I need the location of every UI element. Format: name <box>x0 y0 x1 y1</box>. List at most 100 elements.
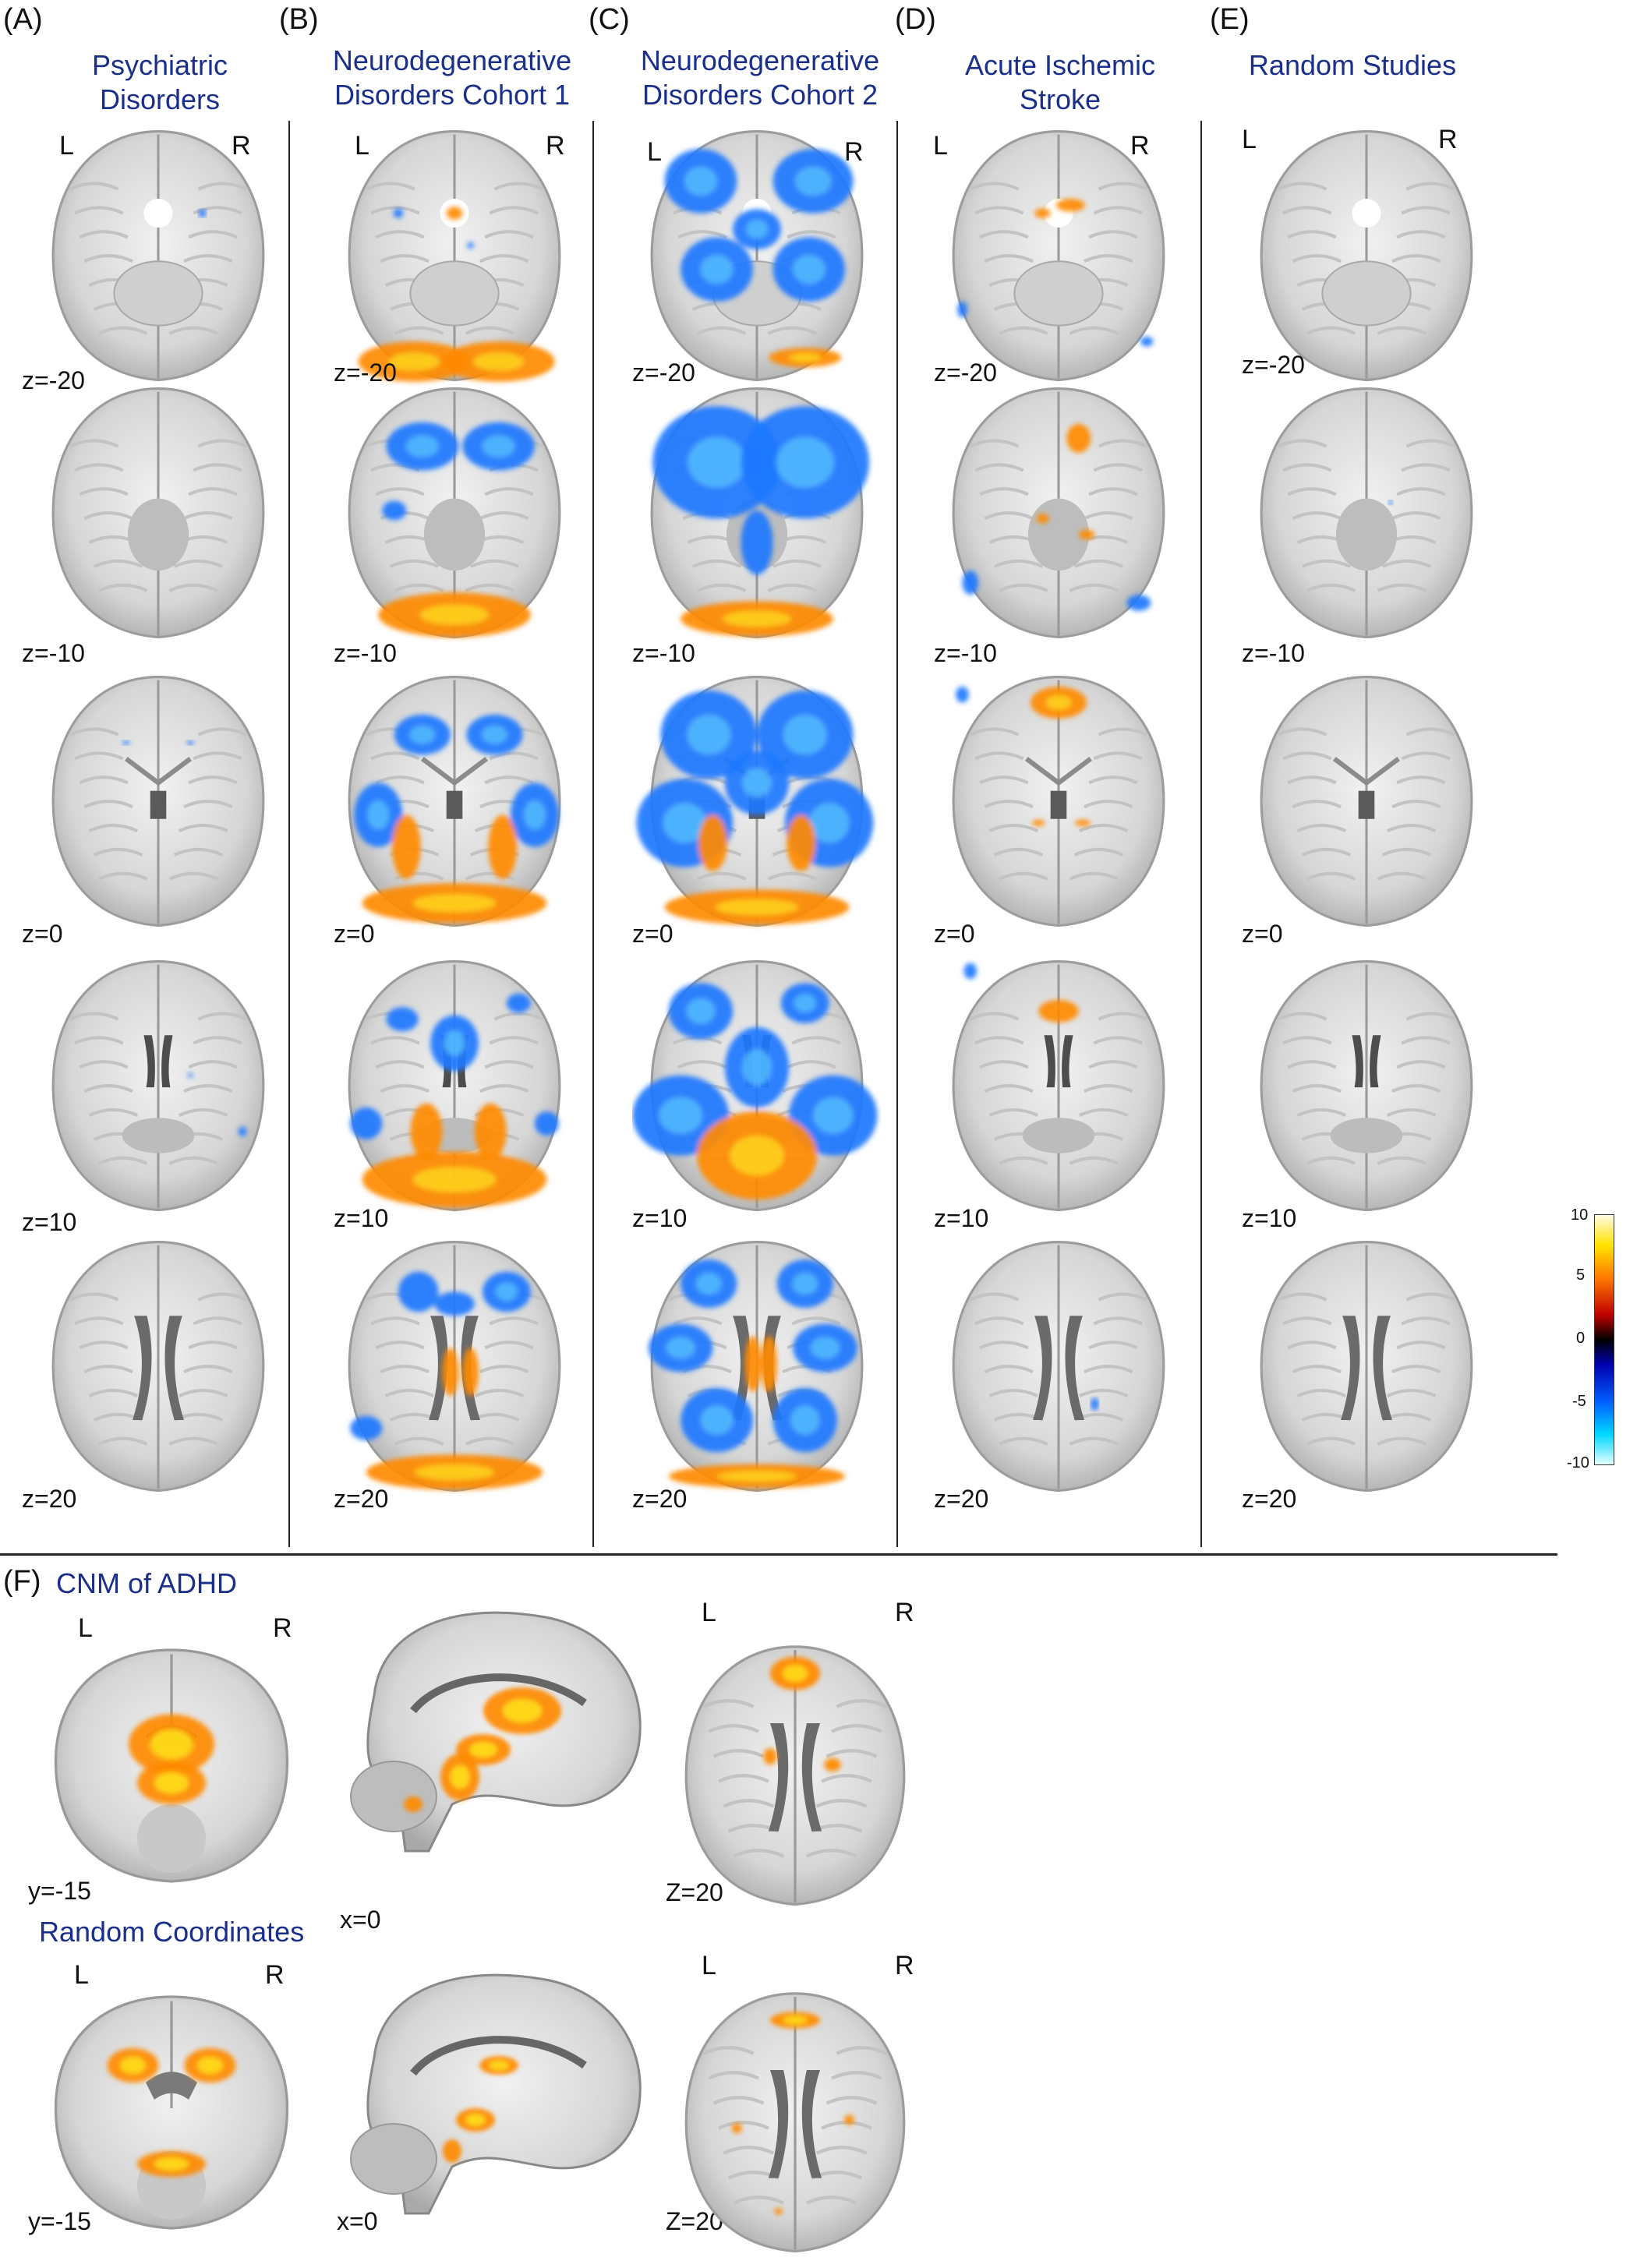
panel-f-top-axial-left: L <box>702 1598 716 1627</box>
panel-c-title: Neurodegenerative Disorders Cohort 2 <box>640 44 880 111</box>
positive-activation-blob <box>488 814 518 879</box>
axial-slice-a-2 <box>51 387 265 639</box>
z-label-c-1: z=-20 <box>632 359 695 387</box>
gyrus-line <box>197 182 248 191</box>
activation-blob-core <box>405 435 439 457</box>
activation-blob-core <box>717 1471 797 1482</box>
axial-slice-d-5 <box>952 1240 1165 1493</box>
gyrus-line <box>74 751 124 761</box>
third-ventricle <box>1050 790 1067 819</box>
gyrus-line <box>979 1341 1029 1350</box>
gyrus-line <box>988 1389 1039 1398</box>
lateral-ventricle-right <box>1373 1316 1392 1421</box>
gyrus-line <box>979 487 1029 496</box>
gyrus-line <box>717 1774 769 1783</box>
gyrus-line <box>1084 511 1133 521</box>
gyrus-line <box>197 1292 248 1302</box>
gyrus-line <box>183 254 233 263</box>
gyrus-line <box>988 1108 1039 1118</box>
gyrus-line <box>969 182 1020 191</box>
z-label-e-5: z=20 <box>1242 1485 1297 1513</box>
gyrus-line <box>197 727 248 737</box>
gyrus-line <box>1405 439 1456 448</box>
panel-b-letter: (B) <box>279 3 319 36</box>
gyrus-line <box>815 1799 868 1808</box>
negative-activation-blob <box>188 1072 193 1078</box>
gyrus-line <box>1287 1060 1337 1069</box>
gyrus-line <box>1084 254 1133 263</box>
gyrus-line <box>83 511 133 521</box>
gyrus-line <box>178 1389 228 1398</box>
axial-slice-c-3 <box>636 675 874 927</box>
splenium <box>122 1118 195 1153</box>
gyrus-line <box>97 326 148 335</box>
separator-c-d <box>896 121 898 1547</box>
panel-f-title-cnm: CNM of ADHD <box>56 1567 238 1599</box>
gyrus-line <box>365 182 415 191</box>
panel-b-left-label: L <box>355 131 369 161</box>
gyrus-line <box>1093 206 1143 215</box>
gyrus-line <box>188 1341 238 1350</box>
gyrus-line <box>489 206 539 215</box>
lateral-ventricle-right <box>164 1316 184 1421</box>
gyrus-line <box>1396 1341 1446 1350</box>
positive-activation-blob <box>744 1335 762 1393</box>
gyrus-line <box>1292 1365 1342 1374</box>
gyrus-line <box>1292 800 1342 809</box>
gyrus-line <box>193 1036 242 1045</box>
activation-blob-core <box>700 255 734 284</box>
gyrus-line <box>168 1436 219 1446</box>
axial-slice-b-1 <box>348 129 561 382</box>
gyrus-line <box>489 1316 539 1326</box>
gyrus-line <box>1069 1436 1119 1446</box>
cerebellum <box>350 2123 437 2195</box>
gyrus-line <box>1277 182 1328 191</box>
gyrus-line <box>83 1084 133 1093</box>
gyrus-line <box>1386 824 1437 833</box>
gyrus-line <box>380 1084 430 1093</box>
z-label-a-4: z=10 <box>22 1208 77 1236</box>
gyrus-line <box>1282 206 1332 215</box>
gyrus-line <box>1405 182 1456 191</box>
gyrus-line <box>168 1156 219 1165</box>
panel-f-top-axial-right: R <box>895 1598 914 1627</box>
gyrus-line <box>998 1156 1048 1165</box>
positive-activation-blob <box>1078 529 1095 540</box>
negative-activation-blob <box>382 500 407 521</box>
gyrus-line <box>1069 871 1119 881</box>
gyrus-line <box>1396 775 1446 785</box>
gyrus-line <box>984 511 1034 521</box>
sagittal-slice <box>350 1973 642 2215</box>
gyrus-line <box>97 871 148 881</box>
gyrus-line <box>1381 559 1432 568</box>
positive-activation-blob <box>787 814 816 871</box>
activation-blob-core <box>465 2114 486 2126</box>
gyrus-line <box>1301 847 1352 857</box>
activation-blob-core <box>524 800 546 830</box>
activation-blob-core <box>154 2157 189 2171</box>
lateral-ventricle-right <box>801 1723 822 1832</box>
gyrus-line <box>1287 1341 1337 1350</box>
gyrus-line <box>193 751 242 761</box>
activation-blob-core <box>469 1742 497 1758</box>
gyrus-line <box>1296 1108 1347 1118</box>
gyrus-line <box>1292 254 1342 263</box>
positive-activation-blob <box>1074 819 1091 826</box>
gyrus-line <box>1306 1436 1356 1446</box>
gyrus-line <box>479 254 529 263</box>
gyrus-line <box>88 824 139 833</box>
gyrus-line <box>168 871 219 881</box>
activation-blob-core <box>154 1772 189 1794</box>
gyrus-line <box>1377 1156 1427 1165</box>
panel-f-letter: (F) <box>3 1565 41 1598</box>
internal-capsule <box>1332 757 1401 786</box>
negative-activation-blob <box>467 242 474 249</box>
panel-e-title: Random Studies <box>1248 49 1457 81</box>
gyrus-line <box>791 1316 841 1326</box>
gyrus-line <box>702 1699 755 1708</box>
panel-f-bottom-y-label: y=-15 <box>28 2207 91 2235</box>
axial-slice-e-5 <box>1260 1240 1473 1493</box>
gyrus-line <box>1386 1389 1437 1398</box>
activation-blob-core <box>419 604 490 625</box>
panel-b-title: Neurodegenerative Disorders Cohort 1 <box>332 44 572 111</box>
